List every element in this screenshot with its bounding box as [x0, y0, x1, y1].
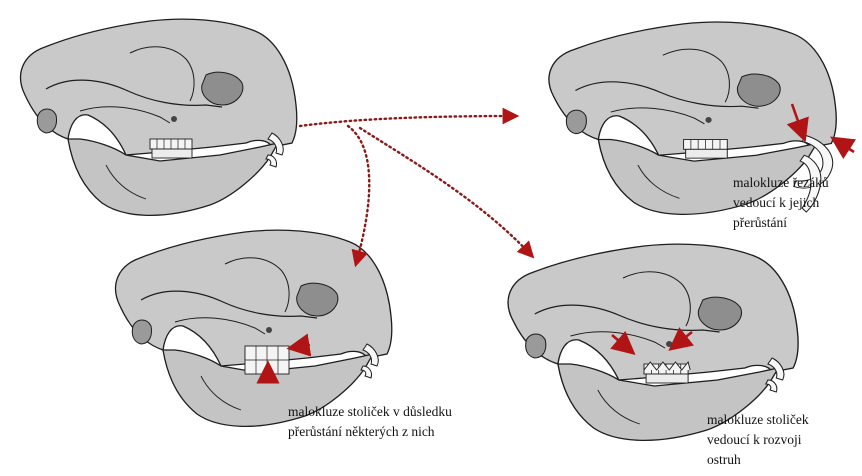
caption-line: vedoucí k rozvoji [707, 430, 809, 450]
skull-molar-overgrowth [116, 230, 392, 426]
caption-line: vedoucí k jejich [733, 193, 829, 213]
caption-line: malokluze stoliček v důsledku [288, 402, 452, 422]
red-arrow-icon [834, 139, 854, 152]
caption-line: malokluze řezáků [733, 173, 829, 193]
caption-line: přerůstání některých z nich [288, 422, 452, 442]
caption-line: ostruh [707, 450, 809, 470]
path-to-molar-spurs [360, 128, 532, 256]
caption-incisor-malocclusion: malokluze řezáků vedoucí k jejich přerůs… [733, 173, 829, 233]
caption-line: přerůstání [733, 213, 829, 233]
caption-line: malokluze stoliček [707, 410, 809, 430]
path-to-incisor-malocclusion [300, 116, 516, 126]
caption-molar-spurs: malokluze stoliček vedoucí k rozvoji ost… [707, 410, 809, 470]
skull-normal [21, 19, 297, 215]
caption-molar-overgrowth: malokluze stoliček v důsledku přerůstání… [288, 402, 452, 442]
